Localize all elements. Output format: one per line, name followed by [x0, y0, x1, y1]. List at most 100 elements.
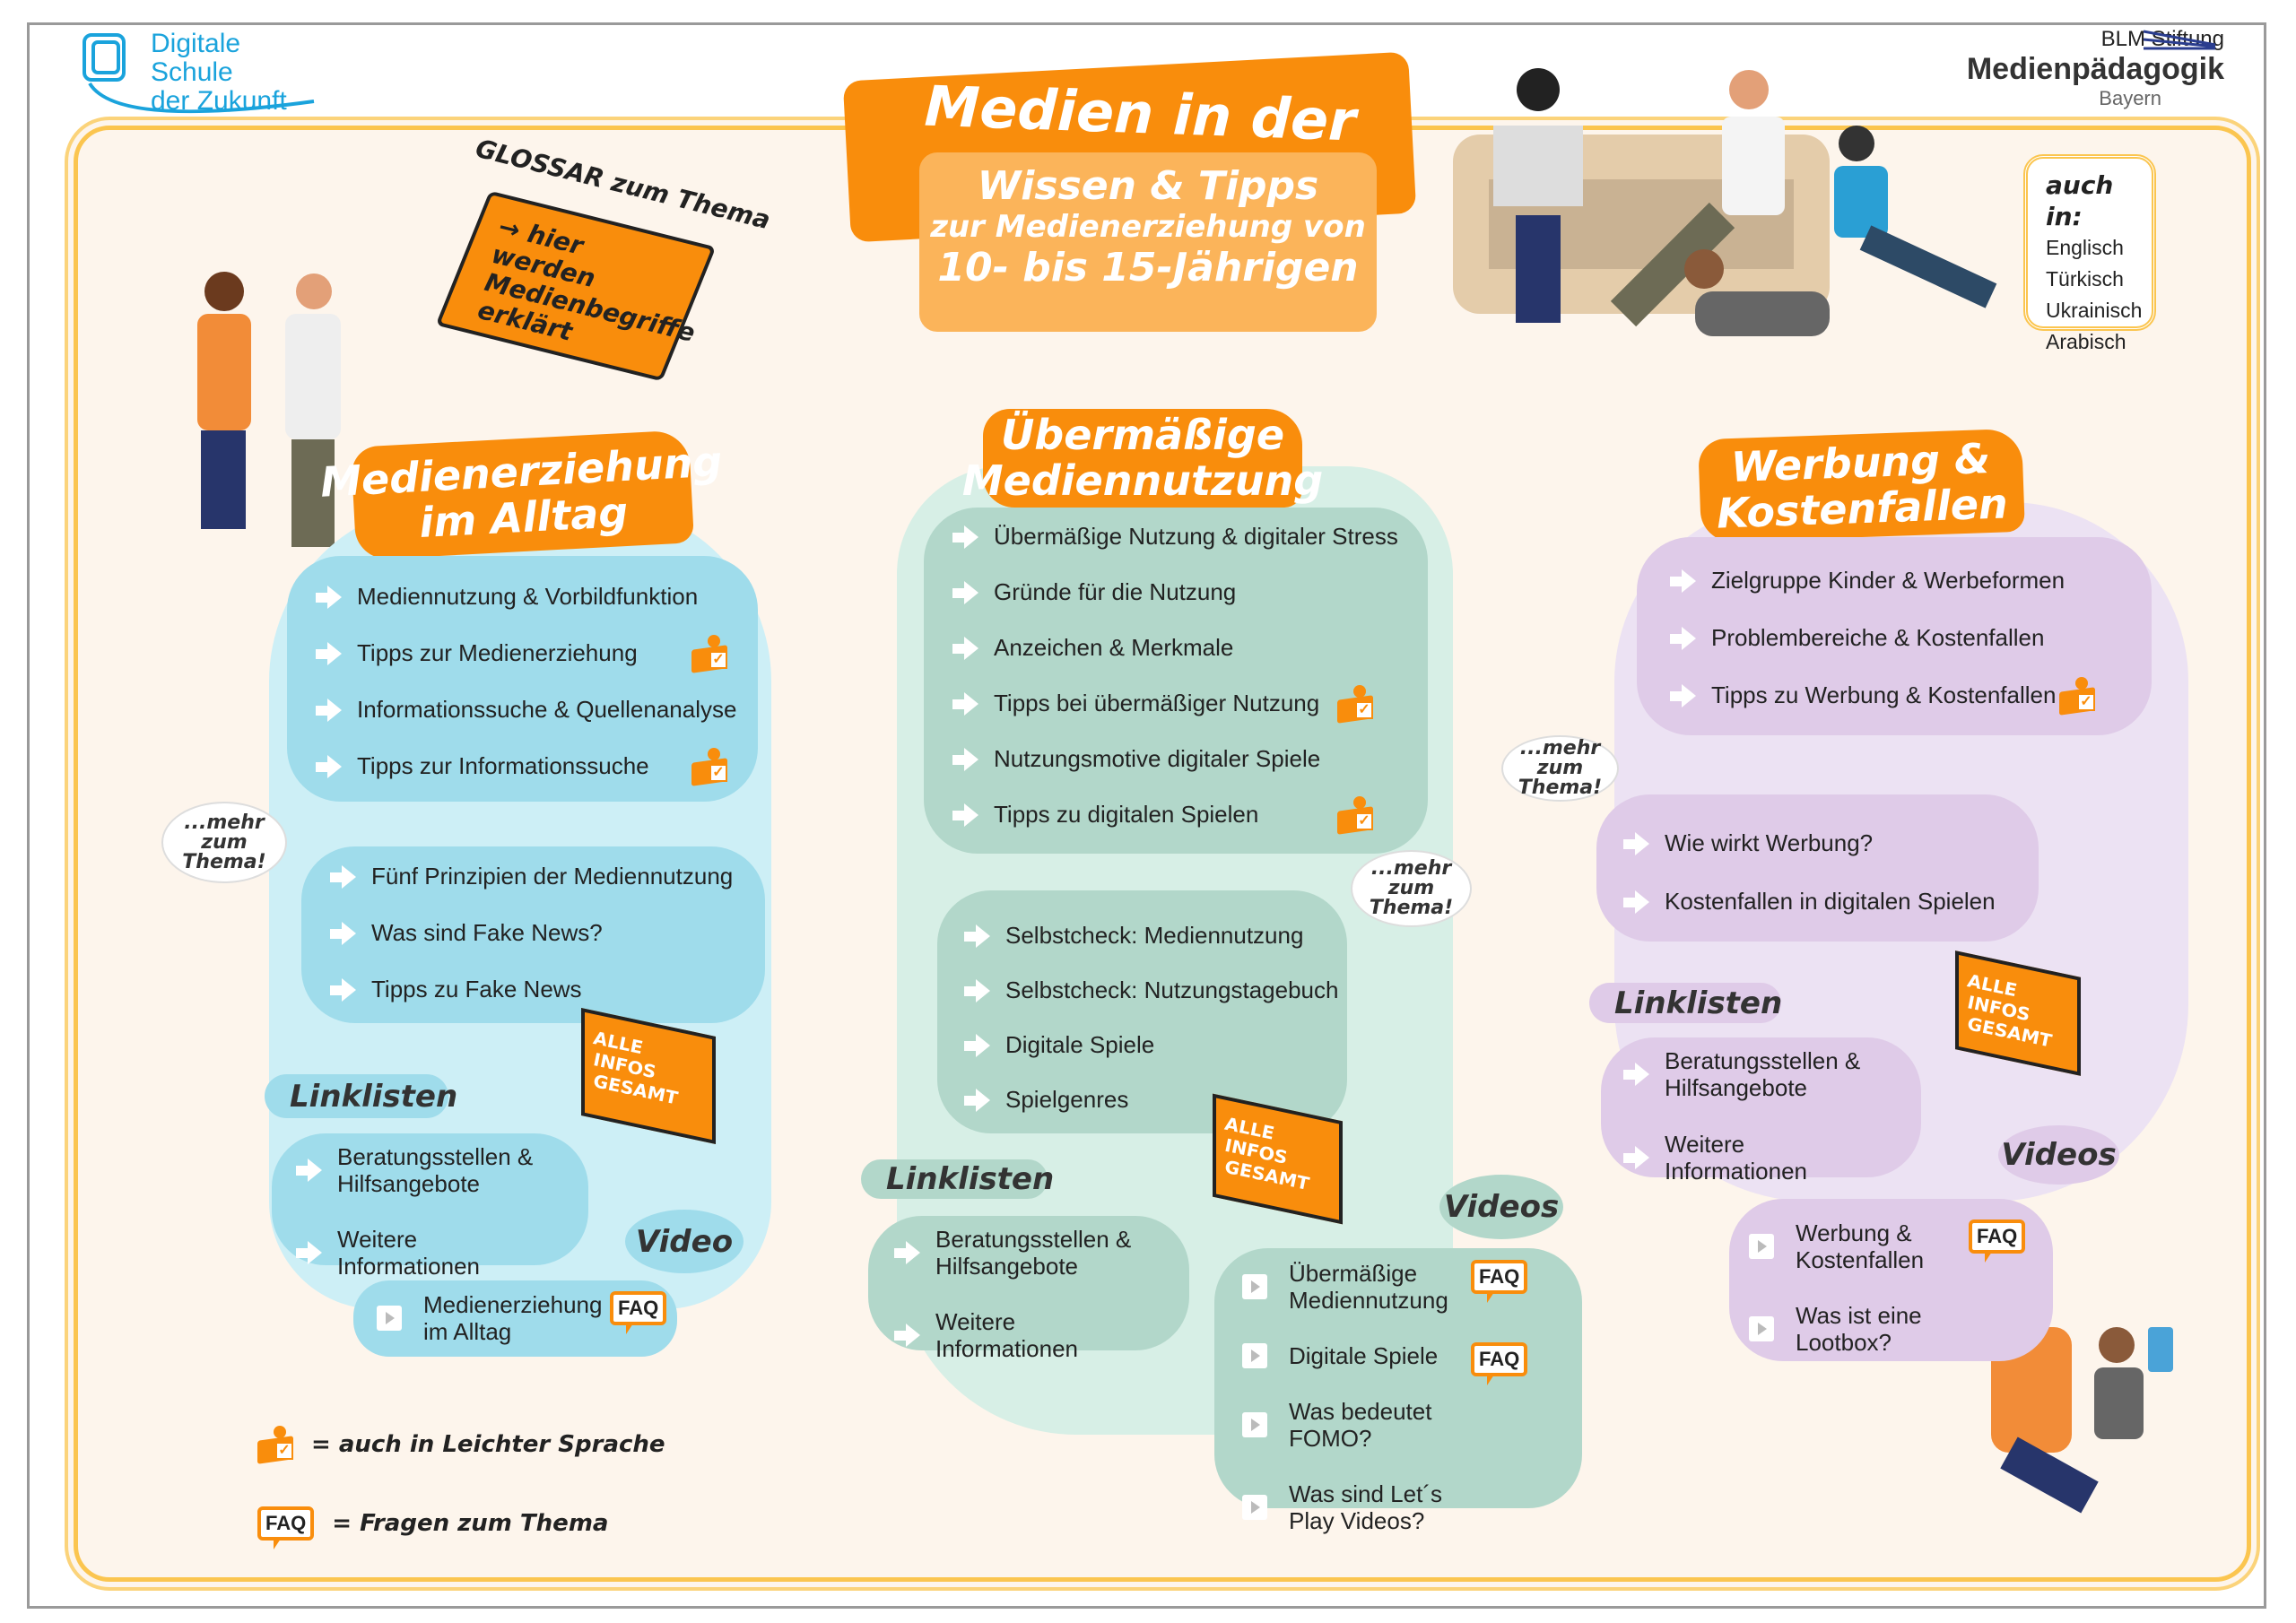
arrow-right-icon — [952, 747, 979, 771]
col1-main-item[interactable]: Informationssuche & Quellenanalyse — [316, 696, 736, 724]
col2-more-item[interactable]: Digitale Spiele — [964, 1031, 1154, 1059]
arrow-right-icon — [1670, 683, 1697, 707]
col3-main-item[interactable]: Problembereiche & Kostenfallen — [1670, 624, 2044, 652]
item-label: Werbung & Kostenfallen — [1796, 1219, 1925, 1273]
language-turkish[interactable]: Türkisch — [2046, 267, 2124, 291]
col2-more-item[interactable]: Selbstcheck: Nutzungstagebuch — [964, 976, 1338, 1004]
col2-main-item[interactable]: Tipps zu digitalen Spielen✓ — [952, 795, 1373, 835]
col2-more-item[interactable]: Spielgenres — [964, 1086, 1128, 1114]
arrow-right-icon — [1623, 1146, 1650, 1169]
col3-video-item[interactable]: Werbung & Kostenfallen FAQ — [1749, 1219, 2026, 1273]
easy-language-icon[interactable]: ✓ — [1337, 684, 1377, 724]
col3-link-item[interactable]: Weitere Informationen — [1623, 1131, 1871, 1185]
legend-faq: FAQ = Fragen zum Thema — [257, 1506, 609, 1549]
easy-language-icon[interactable]: ✓ — [691, 747, 731, 786]
arrow-right-icon — [894, 1241, 921, 1264]
faq-icon: FAQ — [257, 1506, 315, 1549]
faq-badge[interactable]: FAQ — [1471, 1260, 1528, 1303]
col2-main-item[interactable]: Gründe für die Nutzung — [952, 578, 1236, 606]
arrow-right-icon — [1623, 890, 1650, 914]
col1-link-item[interactable]: Beratungsstellen & Hilfsangebote — [296, 1143, 544, 1197]
col2-more-item[interactable]: Selbstcheck: Mediennutzung — [964, 922, 1303, 950]
mehr-text: Thema! — [1369, 897, 1454, 919]
faq-badge[interactable]: FAQ — [1969, 1219, 2026, 1263]
arrow-right-icon — [316, 754, 343, 778]
arrow-right-icon — [964, 924, 991, 948]
col2-videos-bubble: Videos — [1439, 1175, 1563, 1239]
col2-main-item[interactable]: Übermäßige Nutzung & digitaler Stress — [952, 523, 1398, 551]
item-label: Gründe für die Nutzung — [994, 578, 1237, 605]
play-icon — [1242, 1343, 1267, 1368]
glossar-link[interactable]: GLOSSAR zum Thema → hier werden Medienbe… — [435, 134, 773, 382]
subtitle-line2: zur Medienerziehung von — [930, 209, 1366, 245]
col1-more-item[interactable]: Fünf Prinzipien der Mediennutzung — [330, 863, 733, 890]
item-label: Beratungsstellen & Hilfsangebote — [935, 1226, 1132, 1280]
col1-more-box — [301, 846, 765, 1023]
item-label: Spielgenres — [1005, 1086, 1129, 1113]
col2-main-item[interactable]: Nutzungsmotive digitaler Spiele — [952, 745, 1320, 773]
col3-more-item[interactable]: Kostenfallen in digitalen Spielen — [1623, 888, 1996, 916]
languages-box: auch in: Englisch Türkisch Ukrainisch Ar… — [2023, 154, 2156, 353]
logo-line2: der Zukunft — [151, 86, 287, 116]
col2-more-box — [937, 890, 1347, 1133]
col2-video-item[interactable]: Digitale Spiele FAQ — [1242, 1342, 1528, 1385]
arrow-right-icon — [296, 1159, 323, 1182]
mehr-text: Thema! — [1518, 777, 1603, 799]
col2-main-item[interactable]: Anzeichen & Merkmale — [952, 634, 1233, 662]
col3-more-item[interactable]: Wie wirkt Werbung? — [1623, 829, 1873, 857]
language-ukrainian[interactable]: Ukrainisch — [2046, 299, 2143, 322]
mehr-text: Thema! — [182, 850, 266, 873]
col2-video-item[interactable]: Was sind Let´s Play Videos? — [1242, 1480, 1468, 1534]
easy-language-icon[interactable]: ✓ — [2059, 676, 2099, 716]
play-icon — [1242, 1412, 1267, 1437]
col2-main-item[interactable]: Tipps bei übermäßiger Nutzung✓ — [952, 684, 1373, 724]
item-label: Digitale Spiele — [1289, 1342, 1439, 1369]
item-label: Informationssuche & Quellenanalyse — [357, 696, 737, 723]
languages-label: auch in: — [2046, 170, 2114, 231]
faq-badge[interactable]: FAQ — [1471, 1342, 1528, 1385]
legend-faq-text: = Fragen zum Thema — [332, 1510, 609, 1537]
col2-video-item[interactable]: Was bedeutet FOMO? — [1242, 1398, 1468, 1452]
col2-link-item[interactable]: Beratungsstellen & Hilfsangebote — [894, 1226, 1142, 1280]
language-arabic[interactable]: Arabisch — [2046, 330, 2126, 353]
col1-link-item[interactable]: Weitere Informationen — [296, 1226, 544, 1280]
col2-linklisten-label: Linklisten — [861, 1159, 1054, 1199]
col3-main-item[interactable]: Tipps zu Werbung & Kostenfallen✓ — [1670, 676, 2095, 716]
arrow-right-icon — [964, 1033, 991, 1057]
blm-lines-icon — [2143, 30, 2216, 50]
arrow-right-icon — [1623, 1063, 1650, 1086]
item-label: Beratungsstellen & Hilfsangebote — [337, 1143, 534, 1197]
col1-more-item[interactable]: Tipps zu Fake News — [330, 976, 582, 1003]
col1-main-item[interactable]: Mediennutzung & Vorbildfunktion — [316, 583, 698, 611]
col3-link-item[interactable]: Beratungsstellen & Hilfsangebote — [1623, 1047, 1871, 1101]
col1-main-item[interactable]: Tipps zur Medienerziehung✓ — [316, 634, 727, 673]
col1-main-item[interactable]: Tipps zur Informationssuche✓ — [316, 747, 727, 786]
col2-video-item[interactable]: Übermäßige Mediennutzung FAQ — [1242, 1260, 1528, 1314]
legend-easy-text: = auch in Leichter Sprache — [311, 1431, 665, 1458]
arrow-right-icon — [330, 921, 357, 945]
easy-language-icon[interactable]: ✓ — [691, 634, 731, 673]
col2-link-item[interactable]: Weitere Informationen — [894, 1308, 1142, 1362]
col3-heading: Werbung &Kostenfallen — [1698, 428, 2025, 543]
item-label: Tipps zu digitalen Spielen — [994, 801, 1259, 828]
item-label: Weitere Informationen — [935, 1308, 1078, 1362]
arrow-right-icon — [952, 636, 979, 660]
col3-main-item[interactable]: Zielgruppe Kinder & Werbeformen — [1670, 567, 2065, 595]
col1-more-item[interactable]: Was sind Fake News? — [330, 919, 603, 947]
faq-badge[interactable]: FAQ — [610, 1291, 667, 1334]
col3-video-item[interactable]: Was ist eine Lootbox? — [1749, 1302, 1975, 1356]
item-label: Anzeichen & Merkmale — [994, 634, 1234, 661]
logo-blm[interactable]: BLM Stiftung Medienpädagogik Bayern — [1955, 27, 2224, 110]
easy-language-icon[interactable]: ✓ — [1337, 795, 1377, 835]
mehr-text: ...mehr — [1370, 857, 1452, 880]
item-label: Übermäßige Mediennutzung — [1289, 1260, 1448, 1314]
play-icon — [377, 1306, 402, 1331]
parents-illustration — [197, 272, 341, 547]
logo-digitale-schule[interactable]: Digitale Schule der Zukunft — [81, 30, 323, 119]
language-english[interactable]: Englisch — [2046, 236, 2124, 259]
col3-videos-bubble: Videos — [1998, 1125, 2119, 1185]
